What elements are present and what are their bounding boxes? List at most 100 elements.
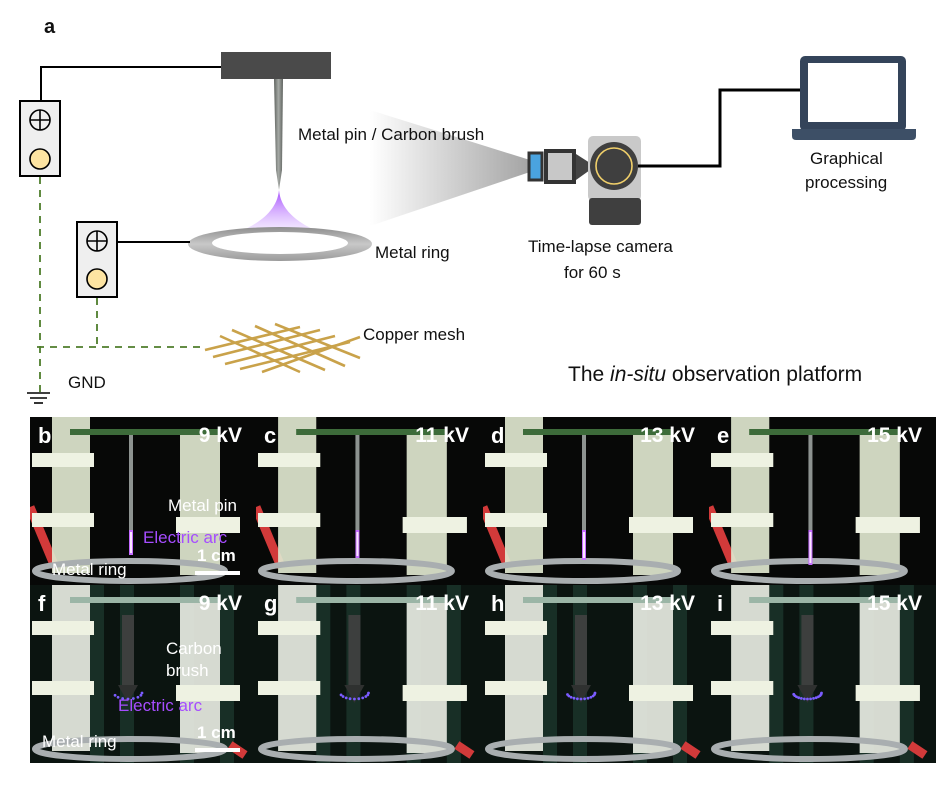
electric-arc-spark — [583, 697, 587, 701]
carbon-brush-tip — [118, 685, 138, 703]
electric-arc-spark — [579, 697, 583, 701]
electric-arc-spark — [809, 697, 812, 701]
photo-grid: b 9 kV Metal pin Electric arc Metal ring… — [30, 417, 936, 763]
label-copper-mesh: Copper mesh — [363, 325, 466, 344]
photo-scene — [256, 417, 483, 585]
metal-ring-photo — [485, 736, 681, 762]
carbon-brush-photo — [348, 615, 361, 685]
cable-tie — [176, 517, 240, 533]
annotation-electric-arc: Electric arc — [143, 528, 228, 547]
cable-tie — [258, 513, 321, 527]
crossbar — [70, 429, 220, 435]
photo-panel-e: e 15 kV — [709, 417, 936, 585]
left-post — [731, 585, 770, 751]
left-post — [52, 585, 90, 751]
carbon-brush-tip — [344, 685, 365, 703]
background-blur — [543, 585, 557, 763]
annotation-electric-arc: Electric arc — [118, 696, 203, 715]
photo-panel-d: d 13 kV — [483, 417, 709, 585]
annotation-metal-ring: Metal ring — [42, 732, 117, 751]
ground-wires — [37, 177, 205, 392]
metal-pin-photo — [355, 435, 360, 530]
electric-arc-spark — [121, 697, 125, 700]
photo-scene — [30, 585, 256, 763]
cable-tie — [402, 517, 467, 533]
voltage-label: 9 kV — [198, 592, 242, 615]
electric-arc-spark — [792, 692, 796, 696]
photo-scene — [256, 585, 483, 763]
carbon-brush-photo — [801, 615, 814, 685]
left-post — [52, 417, 90, 573]
label-processing: processing — [805, 173, 888, 192]
photo-panel-g: g 11 kV — [256, 585, 483, 763]
cable-tie — [711, 621, 774, 635]
platform-title-prefix: The — [568, 363, 611, 386]
cable-tie — [485, 513, 547, 527]
electric-arc-spark — [806, 697, 809, 701]
crossbar — [296, 429, 447, 435]
platform-title: The in-situ observation platform — [568, 363, 862, 387]
annotation-metal-pin: Metal pin — [168, 496, 237, 515]
cable-tie — [855, 685, 920, 701]
voltage-label: 13 kV — [640, 592, 695, 615]
right-post — [859, 599, 900, 753]
schematic-diagram — [19, 52, 916, 404]
electric-arc-spark — [344, 696, 348, 700]
left-post — [278, 585, 317, 751]
right-post — [633, 431, 673, 575]
voltage-label: 11 kV — [415, 424, 469, 447]
power-terminal-1 — [19, 100, 61, 177]
electric-arc-spark — [361, 696, 365, 700]
label-camera-duration: for 60 s — [564, 263, 621, 282]
scale-label: 1 cm — [197, 723, 236, 742]
cable-tie — [32, 621, 94, 635]
right-post — [180, 431, 220, 575]
electric-arc-spark — [348, 697, 352, 701]
photo-scene — [709, 585, 936, 763]
crossbar — [523, 597, 673, 603]
electric-arc-spark — [586, 696, 590, 700]
electric-arc-spark — [126, 697, 130, 701]
panel-letter-a: a — [44, 16, 56, 38]
electric-arc-spark — [341, 695, 345, 698]
metal-pin-photo — [129, 435, 133, 530]
right-post — [180, 599, 220, 753]
metal-ring-photo — [711, 736, 908, 762]
metal-ring-photo — [258, 558, 455, 584]
cable-tie — [485, 681, 547, 695]
cable-tie — [485, 453, 547, 467]
voltage-label: 15 kV — [867, 592, 922, 615]
cable-tie — [32, 513, 94, 527]
voltage-label: 15 kV — [867, 424, 922, 447]
cable-tie — [258, 681, 321, 695]
crossbar — [296, 597, 447, 603]
electric-arc-core — [130, 532, 132, 553]
platform-title-suffix: observation platform — [666, 363, 863, 386]
camera-view-cone — [370, 110, 530, 226]
cable-tie — [485, 621, 547, 635]
panel-letter: i — [717, 591, 724, 616]
electric-arc-spark — [113, 693, 117, 697]
left-post — [505, 417, 543, 573]
wire-top — [40, 66, 222, 100]
electric-arc-spark — [116, 695, 120, 699]
crossbar — [523, 429, 673, 435]
electric-arc-spark — [812, 697, 815, 700]
cable-tie — [258, 453, 321, 467]
cable-tie — [32, 681, 94, 695]
panel-letter: e — [717, 423, 730, 448]
crossbar — [70, 597, 220, 603]
cable-tie — [629, 685, 693, 701]
cable-tie — [176, 685, 240, 701]
electric-arc-spark — [364, 695, 368, 698]
photo-panel-b: b 9 kV Metal pin Electric arc Metal ring… — [30, 417, 256, 585]
electric-arc-core — [356, 532, 359, 556]
electric-arc-spark — [591, 694, 595, 698]
camera-icon — [527, 136, 641, 225]
carbon-brush-photo — [122, 615, 134, 685]
panel-letter: c — [264, 423, 277, 448]
background-blur — [446, 585, 461, 763]
right-post — [633, 599, 673, 753]
electric-arc-spark — [797, 696, 801, 700]
right-post — [406, 431, 447, 575]
